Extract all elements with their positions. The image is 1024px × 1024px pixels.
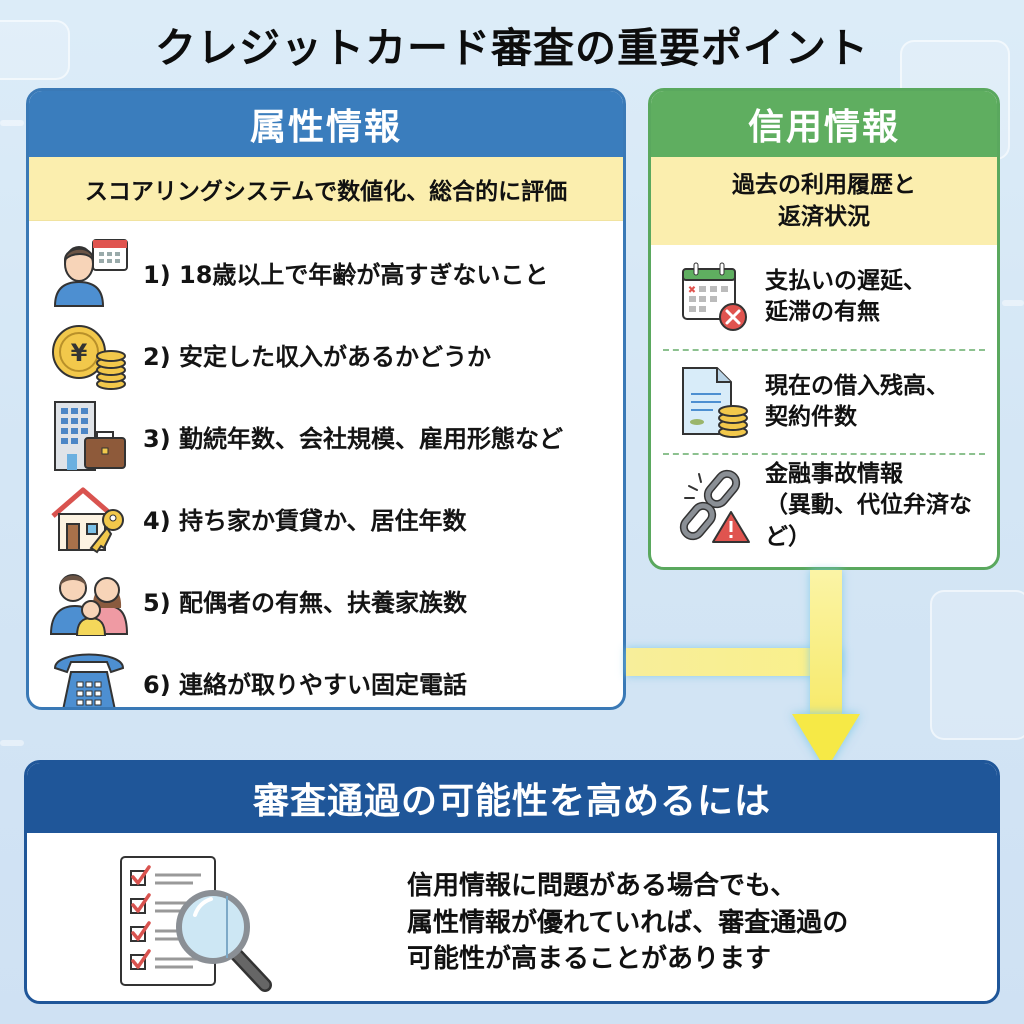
attribute-item-label: 5) 配偶者の有無、扶養家族数 xyxy=(143,588,468,617)
credit-item-text: 支払いの遅延、 延滞の有無 xyxy=(765,266,926,328)
svg-text:¥: ¥ xyxy=(71,339,88,367)
result-message: 信用情報に問題がある場合でも、 属性情報が優れていれば、審査通過の 可能性が高ま… xyxy=(407,868,848,979)
yen-coins-icon: ¥ xyxy=(49,318,129,390)
attribute-item-label: 2) 安定した収入があるかどうか xyxy=(143,342,492,371)
credit-item-line2: 延滞の有無 xyxy=(765,299,880,325)
credit-item-line2: 契約件数 xyxy=(765,404,857,430)
result-panel: 審査通過の可能性を高めるには 信用情報に問題がある場合でも、 xyxy=(24,760,1000,1004)
result-panel-body: 信用情報に問題がある場合でも、 属性情報が優れていれば、審査通過の 可能性が高ま… xyxy=(27,833,997,1001)
building-briefcase-icon xyxy=(49,400,129,472)
attribute-item-label: 3) 勤続年数、会社規模、雇用形態など xyxy=(143,424,564,453)
house-key-icon xyxy=(49,482,129,554)
credit-item-text: 現在の借入残高、 契約件数 xyxy=(765,371,949,433)
credit-info-panel: 信用情報 過去の利用履歴と 返済状況 ✖ 支払いの遅延、 延滞の有無 xyxy=(648,88,1000,570)
credit-item-line2: （異動、代位弁済など） xyxy=(765,492,972,550)
list-item: 1) 18歳以上で年齢が高すぎないこと xyxy=(49,231,623,313)
flow-arrow-vertical xyxy=(810,570,842,716)
list-item: ✖ 支払いの遅延、 延滞の有無 xyxy=(663,245,985,349)
attribute-item-label: 4) 持ち家か賃貸か、居住年数 xyxy=(143,506,467,535)
attribute-item-label: 1) 18歳以上で年齢が高すぎないこと xyxy=(143,260,549,289)
credit-list: ✖ 支払いの遅延、 延滞の有無 xyxy=(663,245,985,557)
background-window-deco xyxy=(0,20,70,80)
credit-panel-subheader: 過去の利用履歴と 返済状況 xyxy=(651,157,997,245)
credit-item-line1: 現在の借入残高、 xyxy=(765,372,949,399)
result-line: 可能性が高まることがあります xyxy=(407,944,772,975)
result-line: 信用情報に問題がある場合でも、 xyxy=(407,870,797,901)
list-item: ¥ 2) 安定した収入があるかどうか xyxy=(49,313,623,395)
attribute-panel-subheader: スコアリングシステムで数値化、総合的に評価 xyxy=(29,157,623,221)
family-icon xyxy=(49,564,129,636)
document-coins-icon xyxy=(679,362,751,442)
credit-item-text: 金融事故情報 （異動、代位弁済など） xyxy=(765,459,985,552)
list-item: 5) 配偶者の有無、扶養家族数 xyxy=(49,559,623,641)
calendar-x-icon: ✖ xyxy=(679,257,751,337)
checklist-magnifier-icon xyxy=(117,853,277,993)
credit-item-line1: 金融事故情報 xyxy=(765,461,903,488)
attribute-info-panel: 属性情報 スコアリングシステムで数値化、総合的に評価 1) 18歳以上で年齢が高… xyxy=(26,88,626,710)
attribute-item-label: 6) 連絡が取りやすい固定電話 xyxy=(143,670,468,699)
credit-item-line1: 支払いの遅延、 xyxy=(765,267,926,294)
credit-subheader-line2: 返済状況 xyxy=(778,204,870,230)
attribute-list: 1) 18歳以上で年齢が高すぎないこと ¥ 2) 安定した収入があるかどうか xyxy=(29,221,623,707)
list-item: 現在の借入残高、 契約件数 xyxy=(663,349,985,453)
result-panel-header: 審査通過の可能性を高めるには xyxy=(27,763,997,833)
background-window-deco xyxy=(930,590,1024,740)
result-line: 属性情報が優れていれば、審査通過の xyxy=(407,907,849,938)
list-item: 4) 持ち家か賃貸か、居住年数 xyxy=(49,477,623,559)
list-item: 6) 連絡が取りやすい固定電話 xyxy=(49,641,623,707)
svg-text:✖: ✖ xyxy=(688,285,696,296)
credit-panel-header: 信用情報 xyxy=(651,91,997,157)
flow-arrow-horizontal xyxy=(626,648,842,676)
broken-chain-warning-icon xyxy=(679,466,751,546)
list-item: 金融事故情報 （異動、代位弁済など） xyxy=(663,453,985,557)
attribute-panel-header: 属性情報 xyxy=(29,91,623,157)
person-calendar-icon xyxy=(49,236,129,308)
page-title: クレジットカード審査の重要ポイント xyxy=(155,24,869,72)
telephone-icon xyxy=(49,646,129,707)
background-line-deco xyxy=(0,120,24,126)
background-line-deco xyxy=(1002,300,1024,306)
background-line-deco xyxy=(0,740,24,746)
credit-subheader-line1: 過去の利用履歴と xyxy=(732,171,916,198)
list-item: 3) 勤続年数、会社規模、雇用形態など xyxy=(49,395,623,477)
